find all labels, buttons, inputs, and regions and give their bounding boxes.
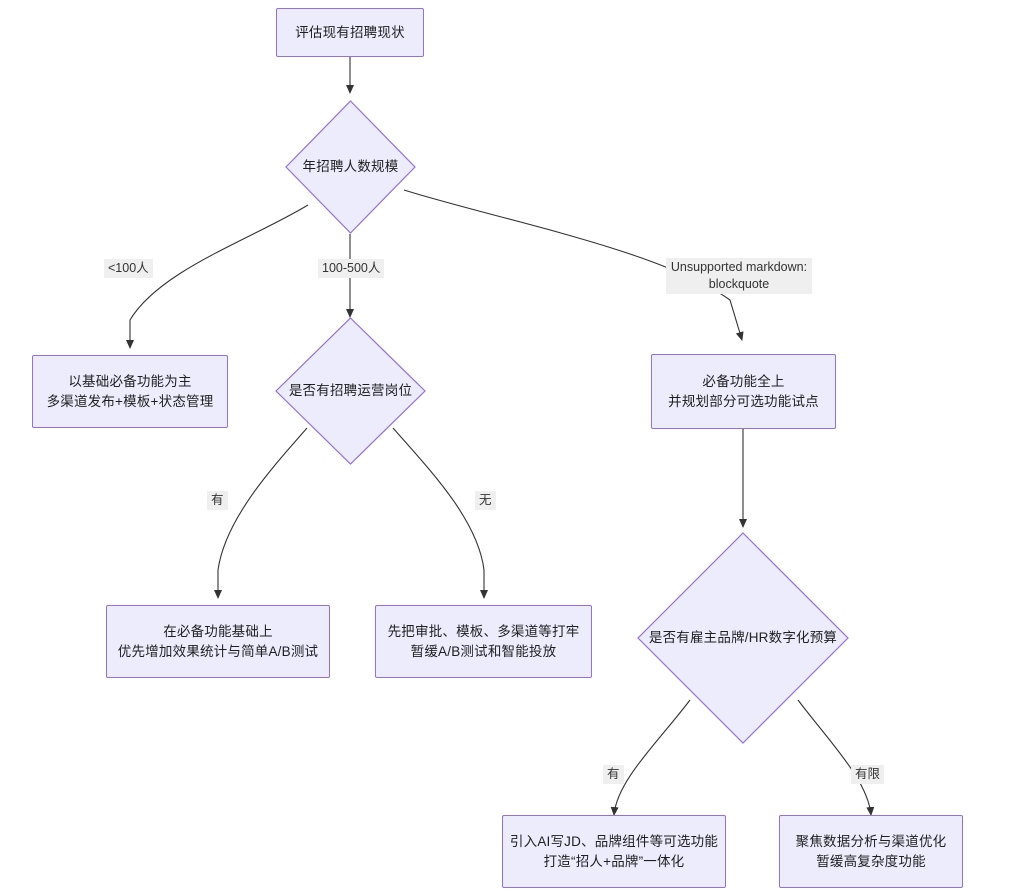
- node-full[interactable]: 必备功能全上 并规划部分可选功能试点: [651, 354, 836, 429]
- node-focus-label-line1: 聚焦数据分析与渠道优化: [795, 833, 947, 849]
- node-stats[interactable]: 在必备功能基础上 优先增加效果统计与简单A/B测试: [106, 605, 330, 678]
- node-ops-role-label: 是否有招聘运营岗位: [288, 383, 413, 398]
- node-scale[interactable]: 年招聘人数规模: [285, 100, 416, 234]
- diamond-shape: [637, 532, 849, 744]
- edge-label-has-budget: 有: [603, 765, 624, 784]
- node-solid[interactable]: 先把审批、模板、多渠道等打牢 暂缓A/B测试和智能投放: [375, 605, 592, 678]
- node-full-label-line2: 并规划部分可选功能试点: [668, 393, 819, 409]
- node-ops-role[interactable]: 是否有招聘运营岗位: [275, 317, 426, 465]
- edge-label-unsupported-markdown: Unsupported markdown: blockquote: [666, 258, 812, 294]
- node-stats-label-line1: 在必备功能基础上: [163, 623, 273, 639]
- node-ai-label-line2: 打造“招人+品牌”一体化: [543, 853, 685, 869]
- node-budget-label: 是否有雇主品牌/HR数字化预算: [648, 630, 838, 645]
- edge-label-has-ops: 有: [207, 491, 228, 510]
- node-solid-label-line1: 先把审批、模板、多渠道等打牢: [387, 623, 580, 639]
- node-stats-label-line2: 优先增加效果统计与简单A/B测试: [117, 643, 319, 659]
- edge-label-limited-budget: 有限: [851, 765, 885, 784]
- node-solid-label-line2: 暂缓A/B测试和智能投放: [410, 643, 557, 659]
- node-assess-label: 评估现有招聘现状: [295, 24, 405, 40]
- diamond-shape: [285, 100, 416, 234]
- node-basic[interactable]: 以基础必备功能为主 多渠道发布+模板+状态管理: [32, 355, 228, 428]
- node-budget[interactable]: 是否有雇主品牌/HR数字化预算: [637, 532, 849, 744]
- node-basic-label-line2: 多渠道发布+模板+状态管理: [46, 393, 214, 409]
- edge-label-100-500: 100-500人: [318, 259, 385, 278]
- node-ai[interactable]: 引入AI写JD、品牌组件等可选功能 打造“招人+品牌”一体化: [502, 815, 726, 888]
- node-basic-label-line1: 以基础必备功能为主: [68, 373, 192, 389]
- node-assess[interactable]: 评估现有招聘现状: [276, 8, 424, 57]
- diamond-shape: [275, 317, 426, 465]
- node-ai-label-line1: 引入AI写JD、品牌组件等可选功能: [509, 833, 719, 849]
- node-focus[interactable]: 聚焦数据分析与渠道优化 暂缓高复杂度功能: [779, 815, 963, 888]
- node-scale-label: 年招聘人数规模: [302, 159, 399, 174]
- node-focus-label-line2: 暂缓高复杂度功能: [816, 853, 926, 869]
- edge-label-no-ops: 无: [475, 491, 496, 510]
- edge-label-lt-100: <100人: [104, 259, 153, 278]
- node-full-label-line1: 必备功能全上: [702, 373, 785, 389]
